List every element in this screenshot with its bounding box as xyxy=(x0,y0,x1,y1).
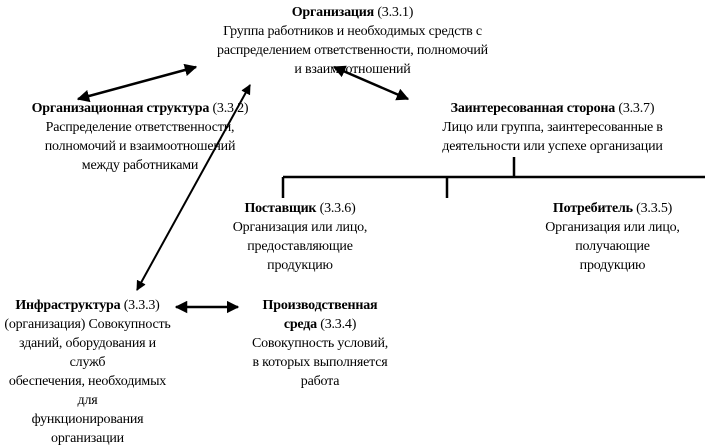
stakeholder-tree-lines xyxy=(281,157,705,198)
node-desc-line: Организация или лицо, xyxy=(545,220,680,235)
node-stakeholder: Заинтересованная сторона (3.3.7) Лицо ил… xyxy=(400,99,705,156)
node-desc-line: распределением ответственности, полномоч… xyxy=(217,43,488,58)
node-title: Организация xyxy=(291,5,375,20)
node-title: Потребитель xyxy=(552,201,633,216)
node-code: (3.3.6) xyxy=(319,201,356,216)
connectors xyxy=(76,63,705,314)
node-desc-line: зданий, оборудования и служб xyxy=(19,336,156,370)
node-code: (3.3.2) xyxy=(212,101,249,116)
node-desc-line: Организация или лицо, xyxy=(232,220,368,235)
node-organization: Организация (3.3.1) Группа работников и … xyxy=(200,3,505,79)
node-code: (3.3.7) xyxy=(618,101,655,116)
arrow-org-to-stakeholder xyxy=(332,65,410,101)
node-supplier: Поставщик (3.3.6) Организация или лицо, … xyxy=(215,199,385,275)
node-title: Инфраструктура xyxy=(15,298,121,313)
node-desc-line: Группа работников и необходимых средств … xyxy=(223,24,482,39)
node-title: Заинтересованная сторона xyxy=(450,101,616,116)
node-org-structure: Организационная структура (3.3.2) Распре… xyxy=(0,99,280,175)
node-title: Производственная xyxy=(262,298,378,313)
node-code: (3.3.4) xyxy=(320,317,357,332)
node-desc-line: и взаимоотношений xyxy=(294,62,411,77)
node-code: (3.3.3) xyxy=(123,298,160,313)
node-desc-line: (организация) Совокупность xyxy=(4,317,171,332)
node-desc-line: предоставляющие xyxy=(247,239,353,254)
node-desc-line: продукцию xyxy=(579,258,646,273)
node-title: Поставщик xyxy=(244,201,317,216)
node-work-environment: Производственная среда (3.3.4) Совокупно… xyxy=(240,296,400,391)
node-title: среда xyxy=(283,317,317,332)
arrow-org-to-structure xyxy=(76,63,198,103)
node-title: Организационная структура xyxy=(31,101,210,116)
node-desc-line: между работниками xyxy=(81,158,199,173)
node-desc-line: Совокупность условий, xyxy=(251,336,389,351)
node-customer: Потребитель (3.3.5) Организация или лицо… xyxy=(520,199,705,275)
node-desc-line: продукцию xyxy=(267,258,333,273)
node-desc-line: в которых выполняется xyxy=(252,355,388,370)
node-desc-line: обеспечения, необходимых для xyxy=(8,374,167,408)
node-desc-line: деятельности или успехе организации xyxy=(442,139,663,154)
node-desc-line: работа xyxy=(300,374,340,389)
node-desc-line: функционирования организации xyxy=(31,412,144,446)
node-infrastructure: Инфраструктура (3.3.3) (организация) Сов… xyxy=(0,296,175,448)
arrow-org-to-infrastructure xyxy=(136,84,251,291)
node-desc-line: получающие xyxy=(575,239,650,254)
node-code: (3.3.5) xyxy=(636,201,673,216)
node-desc-line: полномочий и взаимоотношений xyxy=(44,139,236,154)
node-desc-line: Распределение ответственности, xyxy=(45,120,235,135)
node-code: (3.3.1) xyxy=(377,5,414,20)
node-desc-line: Лицо или группа, заинтересованные в xyxy=(442,120,663,135)
